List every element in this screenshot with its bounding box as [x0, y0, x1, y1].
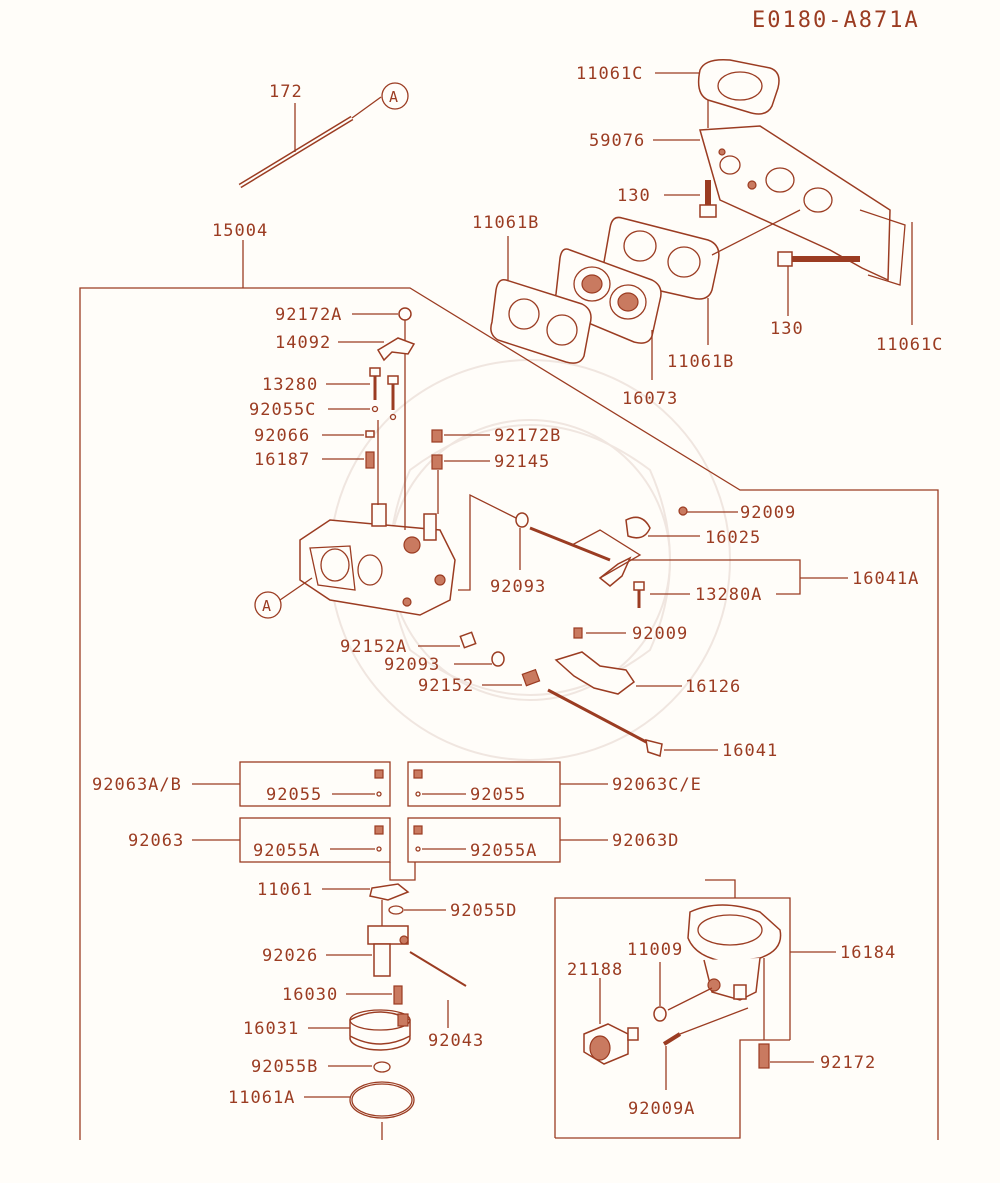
label-11061[interactable]: 11061: [257, 880, 313, 900]
shaft-16025[interactable]: [529, 516, 651, 562]
label-11061c-top[interactable]: 11061C: [576, 64, 643, 84]
label-13280a[interactable]: 13280A: [695, 585, 762, 605]
diagram-code: E0180-A871A: [752, 8, 920, 33]
label-11061b-left[interactable]: 11061B: [472, 213, 539, 233]
bowl-16184[interactable]: [687, 904, 782, 1001]
seal-92093-a[interactable]: [515, 512, 529, 528]
oring-92055d[interactable]: [388, 905, 404, 915]
float-16031[interactable]: [349, 1009, 411, 1051]
gasket-11061c-top[interactable]: [697, 58, 780, 115]
label-16073[interactable]: 16073: [622, 389, 678, 409]
bolt-130-top[interactable]: [699, 180, 717, 218]
spring-92145[interactable]: [431, 454, 443, 514]
screw-92172[interactable]: [758, 958, 770, 1069]
manifold-59076[interactable]: [699, 125, 906, 286]
label-11061b-bottom[interactable]: 11061B: [667, 352, 734, 372]
shaft-16041[interactable]: [547, 688, 663, 757]
screw-92172a[interactable]: [398, 307, 412, 530]
screw-92009a[interactable]: [662, 1007, 749, 1046]
valve-92026[interactable]: [367, 900, 409, 977]
label-92172b[interactable]: 92172B: [494, 426, 561, 446]
pin-92043[interactable]: [409, 951, 467, 1028]
plate-16126[interactable]: [554, 651, 636, 695]
label-92152a[interactable]: 92152A: [340, 637, 407, 657]
carburetor-body[interactable]: [299, 503, 456, 616]
label-92055-right[interactable]: 92055: [470, 785, 526, 805]
label-92063[interactable]: 92063: [128, 831, 184, 851]
label-92172[interactable]: 92172: [820, 1053, 876, 1073]
label-92055a-right[interactable]: 92055A: [470, 841, 537, 861]
label-92009-a[interactable]: 92009: [740, 503, 796, 523]
label-16041[interactable]: 16041: [722, 741, 778, 761]
label-16187[interactable]: 16187: [254, 450, 310, 470]
spring-92066[interactable]: [365, 430, 375, 438]
label-16126[interactable]: 16126: [685, 677, 741, 697]
label-92063d[interactable]: 92063D: [612, 831, 679, 851]
label-92055a-left[interactable]: 92055A: [253, 841, 320, 861]
label-92145[interactable]: 92145: [494, 452, 550, 472]
bracket-14092[interactable]: [376, 337, 416, 362]
stud-172[interactable]: [238, 96, 382, 189]
label-92055c[interactable]: 92055C: [249, 400, 316, 420]
label-92063ab[interactable]: 92063A/B: [92, 775, 182, 795]
jet-16187[interactable]: [365, 451, 375, 469]
assembly-frame: [79, 240, 939, 1140]
seal-92093-b[interactable]: [491, 651, 505, 667]
label-14092[interactable]: 14092: [275, 333, 331, 353]
label-92063ce[interactable]: 92063C/E: [612, 775, 702, 795]
label-92055d[interactable]: 92055D: [450, 901, 517, 921]
label-92172a[interactable]: 92172A: [275, 305, 342, 325]
label-16041a[interactable]: 16041A: [852, 569, 919, 589]
label-13280[interactable]: 13280: [262, 375, 318, 395]
screw-13280[interactable]: [369, 367, 399, 505]
label-16184[interactable]: 16184: [840, 943, 896, 963]
gasket-11061b-left[interactable]: [490, 278, 592, 364]
needle-16030[interactable]: [393, 985, 403, 1005]
bushing-92152[interactable]: [521, 668, 541, 687]
oring-92055c[interactable]: [371, 405, 397, 421]
label-16025[interactable]: 16025: [705, 528, 761, 548]
label-92009-b[interactable]: 92009: [632, 624, 688, 644]
label-92026[interactable]: 92026: [262, 946, 318, 966]
label-130-bottom[interactable]: 130: [770, 319, 804, 339]
screw-92172b[interactable]: [431, 429, 443, 443]
screw-13280a[interactable]: [633, 581, 645, 608]
label-11009[interactable]: 11009: [627, 940, 683, 960]
svg-text:A: A: [389, 88, 399, 106]
svg-text:A: A: [262, 597, 272, 615]
label-11061c-right[interactable]: 11061C: [876, 335, 943, 355]
label-92152[interactable]: 92152: [418, 676, 474, 696]
label-16030[interactable]: 16030: [282, 985, 338, 1005]
label-21188[interactable]: 21188: [567, 960, 623, 980]
reference-marker-a-body[interactable]: A: [254, 591, 282, 619]
label-92066[interactable]: 92066: [254, 426, 310, 446]
solenoid-21188[interactable]: [583, 1023, 639, 1065]
label-59076[interactable]: 59076: [589, 131, 645, 151]
bolt-130-right[interactable]: [777, 251, 860, 267]
oring-92055b[interactable]: [373, 1061, 391, 1073]
label-92009a[interactable]: 92009A: [628, 1099, 695, 1119]
label-16031[interactable]: 16031: [243, 1019, 299, 1039]
screw-92009-b[interactable]: [573, 627, 583, 639]
label-130-top[interactable]: 130: [617, 186, 651, 206]
reference-marker-a-top[interactable]: A: [381, 82, 409, 110]
label-15004[interactable]: 15004: [212, 221, 268, 241]
gasket-11061[interactable]: [369, 883, 410, 901]
label-92055-left[interactable]: 92055: [266, 785, 322, 805]
label-11061a[interactable]: 11061A: [228, 1088, 295, 1108]
gasket-11061a[interactable]: [349, 1081, 415, 1119]
label-92043[interactable]: 92043: [428, 1031, 484, 1051]
bushing-92152a[interactable]: [459, 631, 477, 649]
lever-16041a[interactable]: [598, 556, 632, 587]
oring-11009[interactable]: [653, 1006, 667, 1022]
label-92055b[interactable]: 92055B: [251, 1057, 318, 1077]
label-92093-a[interactable]: 92093: [490, 577, 546, 597]
bowl-frame: [554, 879, 791, 1139]
label-92093-b[interactable]: 92093: [384, 655, 440, 675]
label-172[interactable]: 172: [269, 82, 303, 102]
